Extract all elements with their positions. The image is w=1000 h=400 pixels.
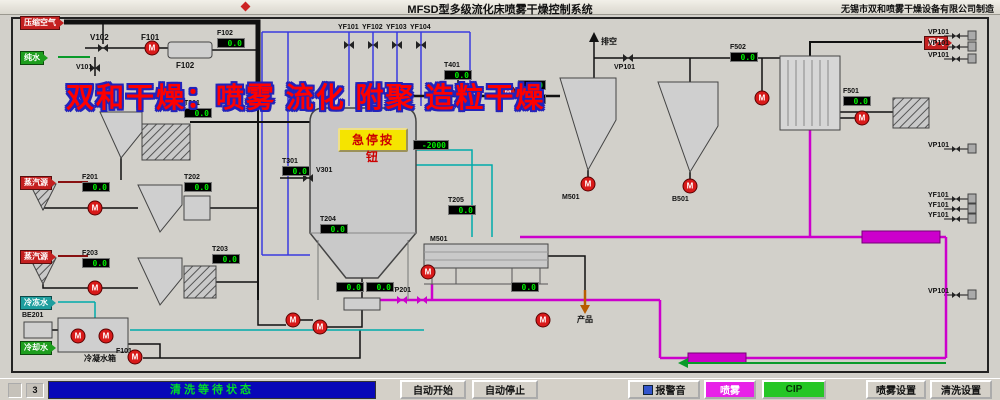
motor-letter: M xyxy=(148,43,156,53)
motor-icon[interactable]: M xyxy=(87,280,103,296)
company-name: 无锡市双和喷雾干燥设备有限公司制造 xyxy=(840,4,994,14)
diagram-frame xyxy=(11,17,989,373)
status-bar: 清洗等待状态 xyxy=(48,381,376,399)
alarm-label: 报警音 xyxy=(655,386,686,397)
motor-letter: M xyxy=(758,93,766,103)
motor-icon[interactable]: M xyxy=(754,90,770,106)
spray-button[interactable]: 喷雾 xyxy=(704,380,756,399)
motor-letter: M xyxy=(316,322,324,332)
motor-icon[interactable]: M xyxy=(144,40,160,56)
window-title: MFSD型多级流化床喷雾干燥控制系统 xyxy=(407,4,593,16)
motor-letter: M xyxy=(131,352,139,362)
alarm-icon xyxy=(642,384,653,395)
page-indicator: 3 xyxy=(26,383,44,398)
motor-icon[interactable]: M xyxy=(127,349,143,365)
pipes-utility xyxy=(58,56,946,368)
motor-letter: M xyxy=(584,179,592,189)
motor-letter: M xyxy=(91,283,99,293)
valve-icons[interactable] xyxy=(90,33,960,304)
pipes-blue xyxy=(261,31,471,256)
motor-letter: M xyxy=(102,331,110,341)
clean-settings-button[interactable]: 清洗设置 xyxy=(930,380,992,399)
motor-letter: M xyxy=(858,113,866,123)
toolbar: 3 清洗等待状态 自动开始 自动停止 报警音 喷雾 CIP 喷雾设置 清洗设置 xyxy=(0,378,1000,400)
motor-letter: M xyxy=(91,203,99,213)
motor-icon[interactable]: M xyxy=(580,176,596,192)
spray-settings-button[interactable]: 喷雾设置 xyxy=(866,380,926,399)
watermark-text: 双和干燥：喷雾 流化 附聚 造粒干燥 xyxy=(66,82,546,113)
motor-icon[interactable]: M xyxy=(285,312,301,328)
arrow-icons xyxy=(580,32,599,314)
motor-icon[interactable]: M xyxy=(312,319,328,335)
cip-button[interactable]: CIP xyxy=(762,380,826,399)
auto-stop-button[interactable]: 自动停止 xyxy=(472,380,538,399)
pipes-magenta xyxy=(370,130,948,364)
motor-letter: M xyxy=(424,267,432,277)
motor-letter: M xyxy=(74,331,82,341)
motor-letter: M xyxy=(289,315,297,325)
title-bar: MFSD型多级流化床喷雾干燥控制系统 无锡市双和喷雾干燥设备有限公司制造 xyxy=(0,0,1000,16)
motor-icon[interactable]: M xyxy=(420,264,436,280)
motor-letter: M xyxy=(504,87,512,97)
motor-icon[interactable]: M xyxy=(87,200,103,216)
motor-letter: M xyxy=(686,181,694,191)
motor-icon[interactable]: M xyxy=(535,312,551,328)
auto-start-button[interactable]: 自动开始 xyxy=(400,380,466,399)
motor-letter: M xyxy=(539,315,547,325)
motor-icon[interactable]: M xyxy=(98,328,114,344)
motor-icon[interactable]: M xyxy=(854,110,870,126)
emergency-stop-button[interactable]: 急停按钮 xyxy=(338,128,408,164)
motor-icon[interactable]: M xyxy=(70,328,86,344)
motor-icon[interactable]: M xyxy=(500,84,516,100)
alarm-mute-button[interactable]: 报警音 xyxy=(628,380,700,399)
motor-icon[interactable]: M xyxy=(682,178,698,194)
toolbar-grip xyxy=(8,383,22,398)
